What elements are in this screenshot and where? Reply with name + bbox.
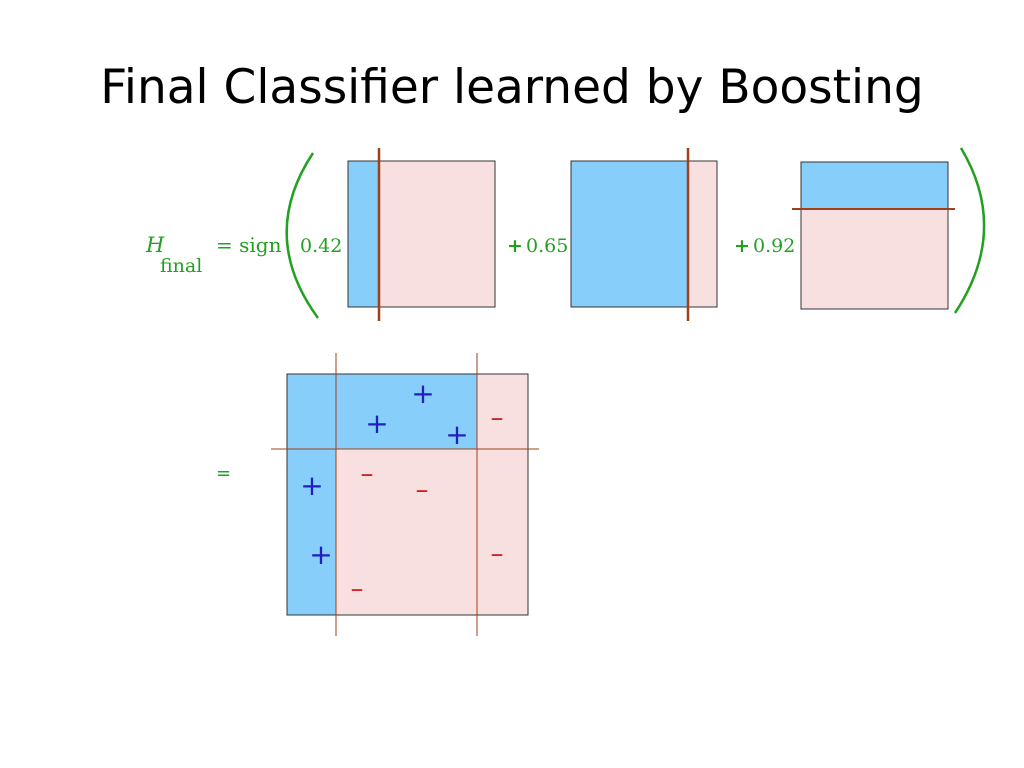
region-positive (801, 162, 948, 209)
negative-sample: – (361, 459, 374, 489)
plus-sign-1: + (507, 235, 523, 257)
slide-title: Final Classifier learned by Boosting (100, 60, 924, 115)
region-negative (801, 209, 948, 309)
weak-classifier-3 (792, 161, 955, 310)
region-negative (688, 161, 717, 307)
weak-classifier-1 (347, 148, 496, 321)
classifier-frame (347, 160, 496, 308)
right-parenthesis (953, 147, 986, 314)
weight-2: 0.65 (526, 235, 568, 257)
plus-sign-2: + (734, 235, 750, 257)
sign-text: = sign (216, 233, 282, 257)
region-negative (379, 161, 495, 307)
combined-frame (286, 373, 529, 616)
result-equals: = (216, 463, 231, 484)
left-parenthesis (285, 152, 320, 319)
negative-sample: – (491, 403, 504, 433)
weight-1: 0.42 (300, 235, 342, 257)
region-positive (571, 161, 688, 307)
negative-sample: – (416, 475, 429, 505)
weak-classifier-2 (570, 148, 718, 321)
positive-sample: + (445, 418, 468, 451)
combined-classifier: + + + + + – – – – – (271, 353, 539, 636)
region-positive (348, 161, 379, 307)
h-symbol: H (145, 233, 165, 257)
positive-sample: + (411, 377, 434, 410)
classifier-frame (800, 161, 949, 310)
classifier-frame (570, 160, 718, 308)
negative-sample: – (351, 574, 364, 604)
positive-sample: + (309, 538, 332, 571)
h-subscript: final (160, 255, 202, 277)
positive-sample: + (365, 407, 388, 440)
weight-3: 0.92 (753, 235, 795, 257)
negative-sample: – (491, 539, 504, 569)
positive-sample: + (300, 469, 323, 502)
combined-positive-region-left (287, 374, 336, 615)
combined-positive-region-top (336, 374, 477, 449)
